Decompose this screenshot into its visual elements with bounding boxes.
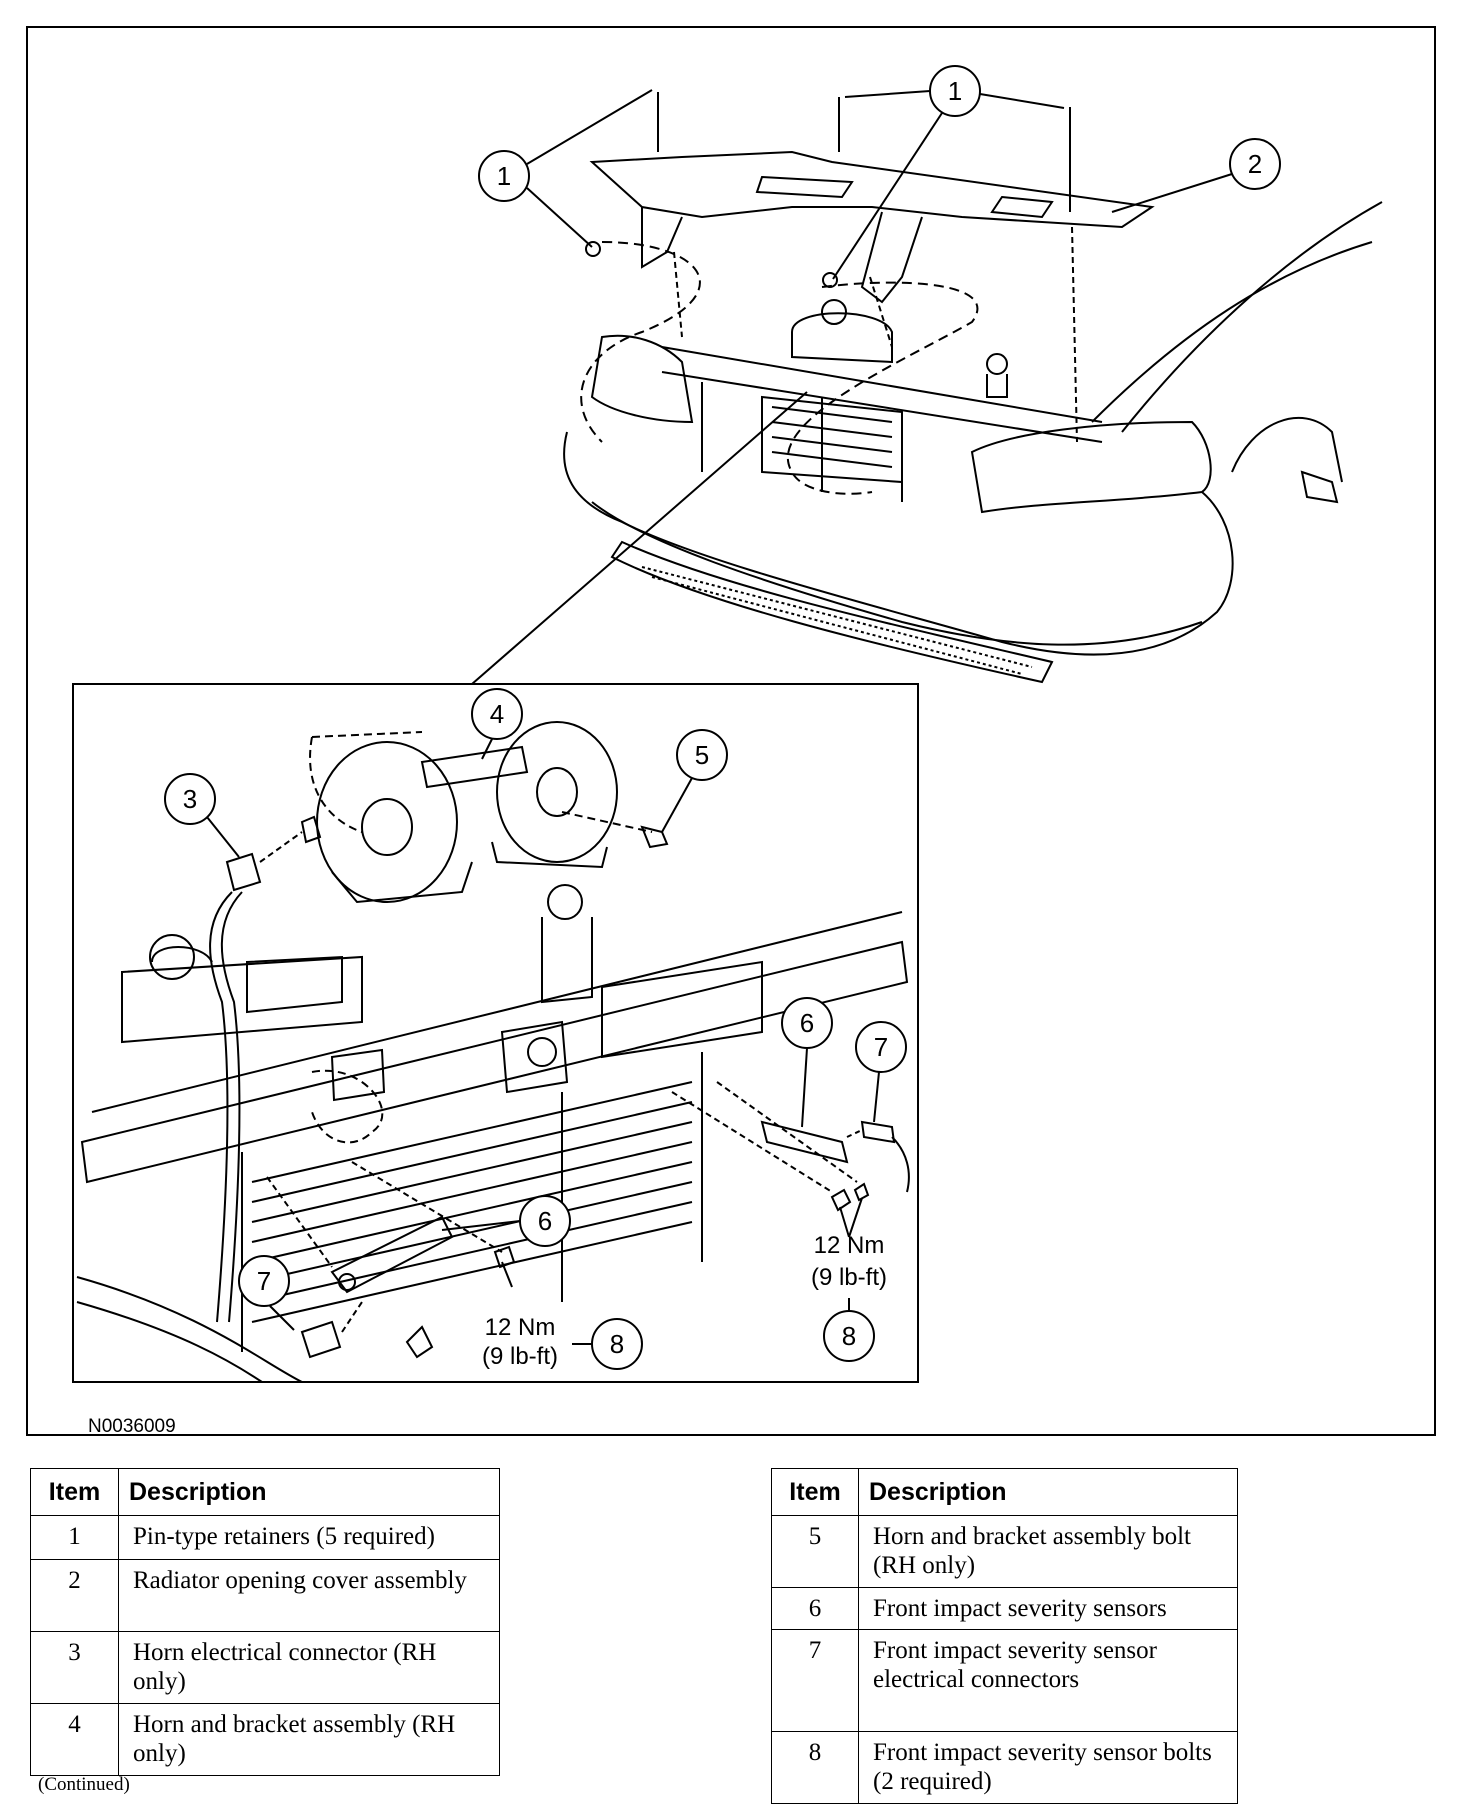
illustration-frame: 1 1 2 [26, 26, 1436, 1437]
legend-row: 5 Horn and bracket assembly bolt (RH onl… [771, 1515, 1238, 1588]
legend-item-number: 4 [30, 1703, 119, 1776]
legend-item-description: Horn and bracket assembly bolt (RH only) [858, 1515, 1238, 1588]
callout-6-center-label: 6 [538, 1206, 552, 1236]
callout-2: 2 [1111, 138, 1281, 213]
callout-1-top: 1 [832, 65, 1065, 280]
callout-6-right: 6 [781, 997, 833, 1128]
callout-7-left: 7 [238, 1255, 295, 1331]
callout-3-label: 3 [183, 784, 197, 814]
torque-spec-center-imperial: (9 lb-ft) [482, 1343, 558, 1370]
callout-1-left-label: 1 [497, 161, 511, 191]
callout-3: 3 [164, 773, 240, 858]
torque-spec-right: 12 Nm (9 lb-ft) [811, 1232, 887, 1291]
legend-item-number: 6 [771, 1587, 859, 1630]
legend-item-number: 3 [30, 1631, 119, 1704]
legend-table-left: Item Description 1 Pin-type retainers (5… [30, 1468, 500, 1776]
legend-item-description: Horn electrical connector (RH only) [118, 1631, 500, 1704]
legend-table-right: Item Description 5 Horn and bracket asse… [771, 1468, 1238, 1804]
legend-item-number: 8 [771, 1731, 859, 1804]
torque-spec-right-metric: 12 Nm [814, 1232, 885, 1259]
callout-1-top-label: 1 [948, 76, 962, 106]
callout-6-right-label: 6 [800, 1008, 814, 1038]
callout-7-right: 7 [855, 1021, 907, 1123]
legend-row: 4 Horn and bracket assembly (RH only) [30, 1703, 500, 1776]
vehicle-front-end-drawing [471, 92, 1383, 685]
legend-row: 2 Radiator opening cover assembly [30, 1559, 500, 1632]
horn-bracket-drawing [309, 721, 669, 904]
legend-item-description: Front impact severity sensors [858, 1587, 1238, 1630]
legend-row: 1 Pin-type retainers (5 required) [30, 1515, 500, 1560]
item-header: Item [30, 1468, 119, 1516]
legend-row: 3 Horn electrical connector (RH only) [30, 1631, 500, 1704]
callout-5-label: 5 [695, 740, 709, 770]
torque-spec-center: 12 Nm (9 lb-ft) [482, 1314, 558, 1370]
callout-2-label: 2 [1248, 149, 1262, 179]
callout-7-right-label: 7 [874, 1032, 888, 1062]
legend-item-description: Front impact severity sensor electrical … [858, 1629, 1238, 1732]
callout-8-right-label: 8 [842, 1321, 856, 1351]
legend-item-number: 7 [771, 1629, 859, 1732]
sensor-drawing [266, 1081, 910, 1359]
legend-item-description: Radiator opening cover assembly [118, 1559, 500, 1632]
continued-note: (Continued) [38, 1774, 130, 1795]
callout-8-right: 8 [823, 1197, 875, 1362]
callout-4: 4 [471, 688, 523, 760]
exploded-view-illustration: 1 1 2 [72, 65, 1383, 1383]
figure-id: N0036009 [88, 1416, 176, 1437]
legend-header-row: Item Description [30, 1468, 500, 1516]
radiator-support-drawing [76, 884, 909, 1383]
callout-6-center: 6 [441, 1195, 571, 1247]
callout-8-center-label: 8 [610, 1329, 624, 1359]
callout-5: 5 [661, 729, 728, 833]
horn-connector-drawing [209, 815, 322, 1323]
callout-7-left-label: 7 [257, 1266, 271, 1296]
description-header: Description [118, 1468, 500, 1516]
callout-4-label: 4 [490, 699, 504, 729]
legend-row: 8 Front impact severity sensor bolts (2 … [771, 1731, 1238, 1804]
callout-8-center: 8 [572, 1318, 643, 1370]
torque-spec-right-imperial: (9 lb-ft) [811, 1264, 887, 1291]
description-header: Description [858, 1468, 1238, 1516]
legend-header-row: Item Description [771, 1468, 1238, 1516]
callout-1-left: 1 [478, 89, 653, 248]
legend-item-number: 5 [771, 1515, 859, 1588]
torque-spec-center-metric: 12 Nm [485, 1314, 556, 1341]
legend-item-description: Pin-type retainers (5 required) [118, 1515, 500, 1560]
legend-item-description: Horn and bracket assembly (RH only) [118, 1703, 500, 1776]
inset-detail: 3 4 5 6 6 [72, 683, 919, 1383]
legend-row: 6 Front impact severity sensors [771, 1587, 1238, 1630]
legend-item-description: Front impact severity sensor bolts (2 re… [858, 1731, 1238, 1804]
legend-row: 7 Front impact severity sensor electrica… [771, 1629, 1238, 1732]
item-header: Item [771, 1468, 859, 1516]
legend-item-number: 1 [30, 1515, 119, 1560]
legend-item-number: 2 [30, 1559, 119, 1632]
